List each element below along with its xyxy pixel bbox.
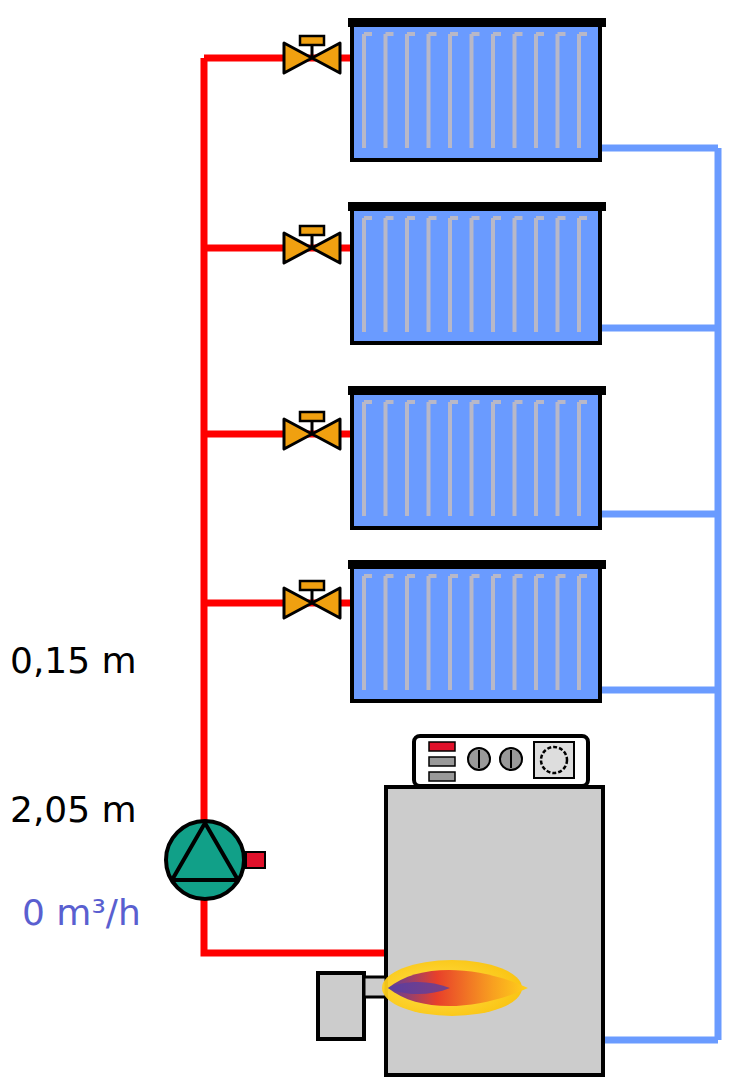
radiator-fin xyxy=(429,402,437,516)
radiator-fin xyxy=(558,576,566,690)
valve-symbol xyxy=(284,36,340,73)
radiator-fin xyxy=(386,218,394,332)
radiator-fin xyxy=(515,218,523,332)
radiator-fin xyxy=(429,218,437,332)
radiator xyxy=(348,386,606,528)
radiator-fin xyxy=(515,576,523,690)
dimension-label: 0,15 m xyxy=(10,643,137,679)
return-pipe xyxy=(600,148,718,1040)
radiator-fin xyxy=(429,576,437,690)
valve-symbol xyxy=(284,412,340,449)
radiator-fin xyxy=(407,218,415,332)
radiator-fin xyxy=(386,576,394,690)
radiator-fins xyxy=(364,34,587,690)
radiator-fin xyxy=(364,576,372,690)
valve-symbol xyxy=(284,226,340,263)
boiler xyxy=(318,736,603,1075)
radiator-fin xyxy=(472,402,480,516)
radiator-fin xyxy=(407,402,415,516)
valves xyxy=(284,36,340,618)
radiator-fin xyxy=(493,218,501,332)
radiator xyxy=(348,560,606,701)
radiator-fin xyxy=(536,576,544,690)
radiator-fin xyxy=(386,34,394,148)
radiator-fin xyxy=(364,34,372,148)
radiator-fin xyxy=(450,218,458,332)
radiator-fin xyxy=(364,218,372,332)
radiator-fin xyxy=(493,34,501,148)
pump-symbol xyxy=(166,821,265,899)
radiator-fin xyxy=(579,576,587,690)
radiator-fin xyxy=(472,576,480,690)
radiator xyxy=(348,202,606,343)
radiator-fin xyxy=(472,218,480,332)
radiator-fin xyxy=(558,218,566,332)
radiator xyxy=(348,18,606,160)
flow-rate-label: 0 m³/h xyxy=(22,895,141,931)
dimension-label: 2,05 m xyxy=(10,792,137,828)
radiator-fin xyxy=(429,34,437,148)
radiator-fin xyxy=(558,402,566,516)
radiator-fin xyxy=(493,576,501,690)
radiator-fin xyxy=(407,576,415,690)
valve-symbol xyxy=(284,581,340,618)
radiator-fin xyxy=(493,402,501,516)
radiator-fin xyxy=(472,34,480,148)
radiator-fin xyxy=(386,402,394,516)
radiator-fin xyxy=(536,34,544,148)
radiator-fin xyxy=(579,402,587,516)
radiator-fin xyxy=(579,34,587,148)
radiator-fin xyxy=(450,576,458,690)
radiator-fin xyxy=(450,402,458,516)
radiator-fin xyxy=(536,402,544,516)
radiator-fin xyxy=(364,402,372,516)
radiator-fin xyxy=(450,34,458,148)
radiator-fin xyxy=(536,218,544,332)
radiators xyxy=(348,18,606,701)
radiator-fin xyxy=(515,402,523,516)
radiator-fin xyxy=(558,34,566,148)
radiator-fin xyxy=(579,218,587,332)
radiator-fin xyxy=(407,34,415,148)
radiator-fin xyxy=(515,34,523,148)
